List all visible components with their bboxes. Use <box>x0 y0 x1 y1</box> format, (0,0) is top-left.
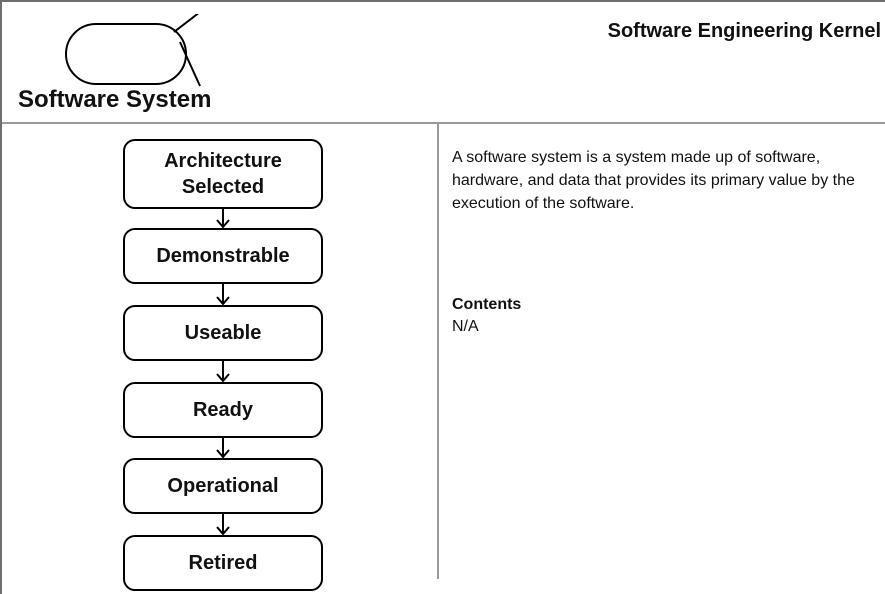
state-label: Demonstrable <box>156 245 290 267</box>
state-label: Retired <box>188 552 258 574</box>
alpha-description: A software system is a system made up of… <box>452 149 855 212</box>
contents-value: N/A <box>452 318 479 335</box>
column-divider <box>437 124 439 579</box>
state-box-2: Demonstrable <box>123 228 323 284</box>
state-box-3: Useable <box>123 305 323 361</box>
state-box-6: Retired <box>123 535 323 591</box>
transition-arrow <box>216 361 230 382</box>
transition-arrow <box>216 514 230 535</box>
state-label: Useable <box>184 322 262 344</box>
frame-top-border <box>0 0 885 2</box>
kernel-title: Software Engineering Kernel <box>607 20 881 42</box>
state-box-1: Architecture Selected <box>123 139 323 209</box>
transition-arrow <box>216 209 230 228</box>
alpha-title: Software System <box>18 86 212 113</box>
transition-arrow <box>216 438 230 458</box>
contents-heading: Contents <box>452 296 522 313</box>
state-label: Architecture Selected <box>164 150 282 198</box>
state-box-4: Ready <box>123 382 323 438</box>
transition-arrow <box>216 284 230 305</box>
state-label: Operational <box>167 475 279 497</box>
frame-left-border <box>0 0 2 594</box>
header-divider <box>2 122 885 124</box>
software-system-alpha-icon <box>65 14 201 87</box>
state-label: Ready <box>192 399 254 421</box>
state-box-5: Operational <box>123 458 323 514</box>
